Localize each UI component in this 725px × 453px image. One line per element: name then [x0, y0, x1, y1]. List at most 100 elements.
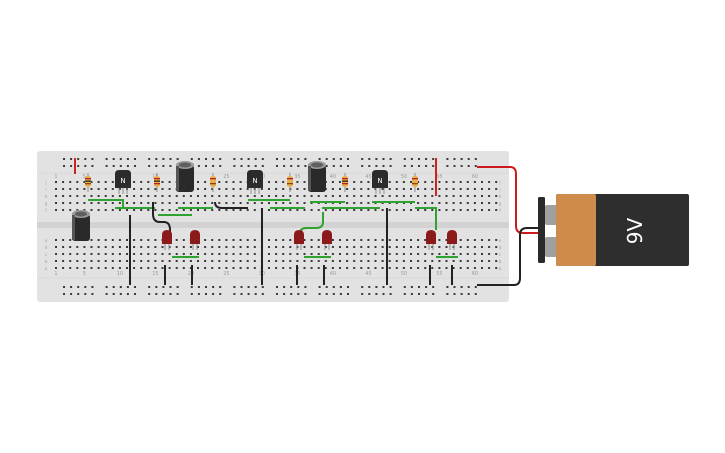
breadboard-hole[interactable] — [260, 195, 263, 197]
breadboard-hole[interactable] — [176, 293, 179, 295]
breadboard-hole[interactable] — [445, 195, 448, 197]
breadboard-hole[interactable] — [332, 158, 335, 160]
breadboard-hole[interactable] — [452, 267, 455, 269]
breadboard-hole[interactable] — [367, 267, 370, 269]
breadboard-hole[interactable] — [76, 246, 79, 248]
breadboard-hole[interactable] — [76, 195, 79, 197]
breadboard-hole[interactable] — [402, 253, 405, 255]
breadboard-hole[interactable] — [374, 253, 377, 255]
breadboard-hole[interactable] — [304, 293, 307, 295]
breadboard-hole[interactable] — [253, 209, 256, 211]
breadboard-hole[interactable] — [140, 260, 143, 262]
breadboard-hole[interactable] — [317, 267, 320, 269]
breadboard-hole[interactable] — [90, 195, 93, 197]
breadboard-hole[interactable] — [289, 202, 292, 204]
jumper-wire[interactable] — [152, 202, 171, 236]
breadboard-hole[interactable] — [239, 202, 242, 204]
breadboard-hole[interactable] — [303, 188, 306, 190]
breadboard-hole[interactable] — [233, 286, 236, 288]
breadboard-hole[interactable] — [459, 246, 462, 248]
breadboard-hole[interactable] — [232, 267, 235, 269]
breadboard-hole[interactable] — [118, 202, 121, 204]
breadboard-hole[interactable] — [331, 253, 334, 255]
breadboard-hole[interactable] — [381, 267, 384, 269]
breadboard-hole[interactable] — [182, 253, 185, 255]
breadboard-hole[interactable] — [303, 253, 306, 255]
breadboard-hole[interactable] — [190, 293, 193, 295]
breadboard-hole[interactable] — [83, 246, 86, 248]
breadboard-hole[interactable] — [175, 246, 178, 248]
breadboard-hole[interactable] — [162, 158, 165, 160]
breadboard-hole[interactable] — [374, 195, 377, 197]
breadboard-hole[interactable] — [261, 165, 264, 167]
breadboard-hole[interactable] — [112, 293, 115, 295]
breadboard-hole[interactable] — [90, 188, 93, 190]
breadboard-hole[interactable] — [317, 209, 320, 211]
breadboard-hole[interactable] — [339, 158, 342, 160]
breadboard-hole[interactable] — [282, 188, 285, 190]
breadboard-hole[interactable] — [161, 188, 164, 190]
breadboard-hole[interactable] — [218, 260, 221, 262]
breadboard-hole[interactable] — [452, 253, 455, 255]
breadboard-hole[interactable] — [147, 260, 150, 262]
breadboard-hole[interactable] — [246, 188, 249, 190]
breadboard-hole[interactable] — [452, 260, 455, 262]
breadboard-hole[interactable] — [162, 293, 165, 295]
breadboard-hole[interactable] — [395, 188, 398, 190]
breadboard-hole[interactable] — [147, 188, 150, 190]
breadboard-hole[interactable] — [104, 209, 107, 211]
breadboard-hole[interactable] — [182, 246, 185, 248]
breadboard-hole[interactable] — [63, 286, 65, 288]
breadboard-hole[interactable] — [325, 158, 328, 160]
breadboard-hole[interactable] — [388, 181, 391, 183]
breadboard-hole[interactable] — [197, 188, 199, 190]
breadboard-hole[interactable] — [466, 195, 469, 197]
breadboard-hole[interactable] — [189, 267, 192, 269]
breadboard-hole[interactable] — [154, 239, 157, 241]
breadboard-hole[interactable] — [402, 209, 405, 211]
breadboard-hole[interactable] — [261, 293, 264, 295]
breadboard-hole[interactable] — [290, 293, 293, 295]
breadboard-hole[interactable] — [466, 260, 469, 262]
breadboard-hole[interactable] — [459, 239, 462, 241]
breadboard-hole[interactable] — [467, 165, 470, 167]
breadboard-hole[interactable] — [324, 195, 327, 197]
breadboard-hole[interactable] — [452, 195, 455, 197]
breadboard-hole[interactable] — [452, 209, 455, 211]
breadboard-hole[interactable] — [91, 165, 94, 167]
breadboard-hole[interactable] — [467, 286, 470, 288]
breadboard-hole[interactable] — [389, 286, 392, 288]
breadboard-hole[interactable] — [189, 246, 192, 248]
breadboard-hole[interactable] — [452, 181, 455, 183]
breadboard-hole[interactable] — [161, 260, 164, 262]
breadboard-hole[interactable] — [431, 188, 434, 190]
breadboard-hole[interactable] — [182, 239, 185, 241]
breadboard-hole[interactable] — [76, 202, 79, 204]
breadboard-hole[interactable] — [346, 202, 349, 204]
breadboard-hole[interactable] — [133, 209, 136, 211]
breadboard-hole[interactable] — [84, 286, 87, 288]
breadboard-hole[interactable] — [283, 165, 286, 167]
breadboard-hole[interactable] — [425, 286, 428, 288]
breadboard-hole[interactable] — [63, 165, 65, 167]
breadboard-hole[interactable] — [381, 239, 384, 241]
breadboard-hole[interactable] — [389, 165, 392, 167]
breadboard-hole[interactable] — [374, 246, 377, 248]
breadboard-hole[interactable] — [431, 253, 434, 255]
jumper-wire[interactable] — [214, 201, 248, 209]
breadboard-hole[interactable] — [176, 158, 179, 160]
breadboard-hole[interactable] — [360, 181, 363, 183]
breadboard-hole[interactable] — [175, 202, 178, 204]
breadboard-hole[interactable] — [417, 195, 420, 197]
breadboard-hole[interactable] — [488, 202, 491, 204]
breadboard-hole[interactable] — [197, 293, 200, 295]
breadboard-hole[interactable] — [367, 209, 370, 211]
breadboard-hole[interactable] — [97, 195, 100, 197]
breadboard-hole[interactable] — [282, 267, 285, 269]
breadboard-hole[interactable] — [466, 181, 469, 183]
breadboard-hole[interactable] — [63, 293, 65, 295]
breadboard-hole[interactable] — [55, 267, 57, 269]
breadboard-hole[interactable] — [395, 246, 398, 248]
breadboard-hole[interactable] — [402, 239, 405, 241]
breadboard-hole[interactable] — [197, 209, 199, 211]
